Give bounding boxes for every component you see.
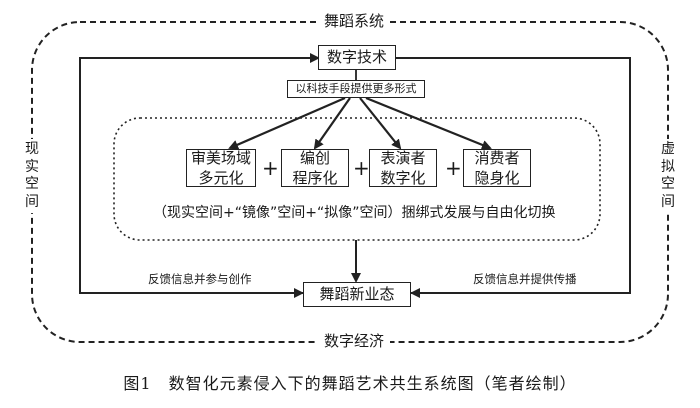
outer-top-label: 舞蹈系统: [318, 14, 391, 29]
feedback-right-label: 反馈信息并提供传播: [473, 272, 577, 286]
outer-bottom-label: 数字经济: [318, 334, 391, 349]
performer-box: 表演者 数字化: [369, 149, 437, 187]
arrow-to-consumer: [365, 96, 492, 150]
left-side-label: 现 实 空 间: [25, 139, 39, 213]
means-box: 以科技手段提供更多形式: [287, 80, 425, 98]
arrow-to-choreography: [313, 97, 351, 150]
arrow-to-aesthetic: [228, 96, 346, 150]
plus-sign: +: [262, 156, 279, 180]
binding-development-text: （现实空间+“镜像”空间+“拟像”空间）捆绑式发展与自由化切换: [153, 205, 556, 221]
consumer-box: 消费者 隐身化: [463, 149, 531, 187]
plus-sign: +: [445, 156, 462, 180]
arrow-to-performer: [359, 97, 402, 150]
figure-caption: 图1 数智化元素侵入下的舞蹈艺术共生系统图（笔者绘制）: [123, 374, 577, 393]
plus-sign: +: [353, 156, 370, 180]
inner-dotted-region: [113, 117, 601, 241]
new-dance-form-box: 舞蹈新业态: [303, 282, 411, 307]
feedback-left-label: 反馈信息并参与创作: [148, 272, 252, 286]
digital-tech-box: 数字技术: [318, 45, 396, 70]
aesthetic-field-box: 审美场域 多元化: [186, 149, 256, 187]
right-side-label: 虚 拟 空 间: [661, 139, 675, 213]
choreography-box: 编创 程序化: [281, 149, 349, 187]
